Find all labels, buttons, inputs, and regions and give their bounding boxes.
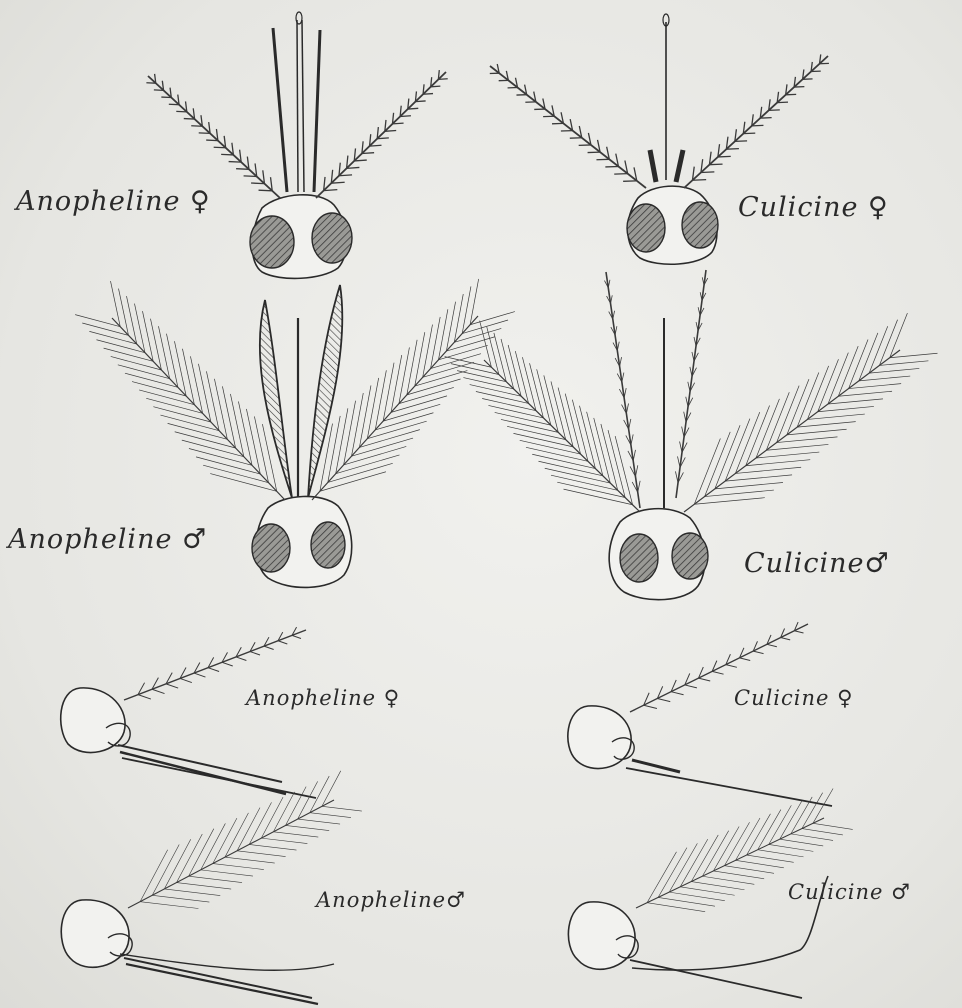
label-anopheline-female-side: Anopheline ♀ [246, 686, 400, 710]
label-anopheline-male-side: Anopheline♂ [316, 888, 466, 912]
label-anopheline-male-front: Anopheline ♂ [8, 524, 207, 555]
culicine-male-front-head [609, 318, 708, 600]
antennae-and-plumes [75, 54, 937, 911]
anopheline-male-side-head [61, 900, 334, 1004]
label-culicine-male-front: Culicine♂ [744, 548, 890, 579]
culicine-female-side-head [568, 706, 832, 806]
culicine-female-front-head [627, 14, 718, 264]
label-culicine-male-side: Culicine ♂ [788, 880, 911, 904]
anopheline-female-front-head [250, 12, 352, 278]
label-anopheline-female-front: Anopheline ♀ [16, 186, 211, 217]
label-culicine-female-side: Culicine ♀ [734, 686, 853, 710]
label-culicine-female-front: Culicine ♀ [738, 192, 889, 223]
